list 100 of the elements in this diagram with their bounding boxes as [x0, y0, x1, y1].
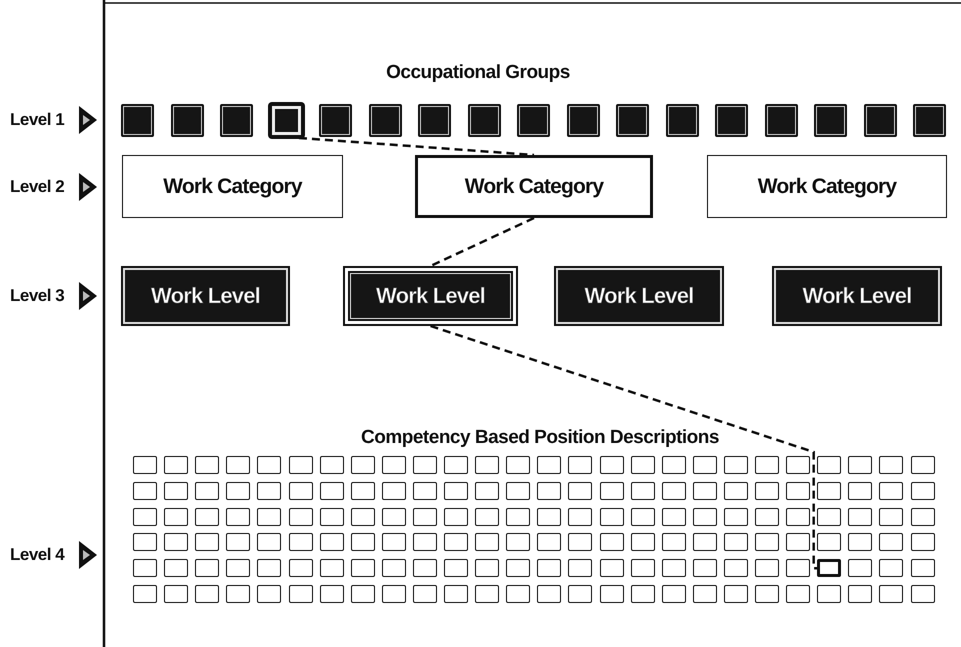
group-square — [121, 104, 154, 137]
position-box — [320, 559, 344, 578]
position-box — [692, 559, 717, 578]
position-box — [817, 533, 842, 552]
position-box — [226, 533, 250, 552]
position-box — [444, 482, 468, 500]
position-box — [817, 482, 842, 500]
position-box — [630, 456, 655, 474]
position-box — [600, 456, 624, 474]
position-box — [786, 585, 810, 603]
position-box — [320, 585, 344, 603]
position-box — [630, 482, 655, 500]
level-box — [772, 266, 942, 326]
position-box — [412, 559, 437, 578]
position-box — [630, 585, 655, 603]
position-box — [133, 533, 157, 552]
position-box — [475, 482, 500, 500]
position-box — [692, 482, 717, 500]
category-box — [707, 155, 947, 218]
category-box — [122, 155, 343, 218]
position-box — [724, 533, 748, 552]
position-box — [195, 533, 220, 552]
node-text: Work Category — [163, 174, 302, 198]
position-box — [195, 559, 220, 578]
position-box — [444, 456, 468, 474]
position-box — [195, 585, 220, 603]
position-box — [879, 559, 904, 578]
group-square — [418, 104, 451, 137]
position-box — [164, 533, 188, 552]
position-box — [164, 482, 188, 500]
position-box — [288, 456, 312, 474]
position-box — [786, 482, 810, 500]
position-box — [848, 585, 872, 603]
position-box — [537, 533, 562, 552]
position-box — [288, 508, 312, 526]
position-box — [195, 508, 220, 526]
position-box — [382, 456, 406, 474]
position-box — [755, 456, 779, 474]
position-box — [662, 508, 686, 526]
position-box — [350, 508, 375, 526]
group-square — [616, 104, 649, 137]
position-box — [817, 456, 842, 474]
position-box — [350, 482, 375, 500]
position-box — [910, 585, 934, 603]
position-box — [475, 585, 500, 603]
position-box — [600, 508, 624, 526]
position-box — [475, 559, 500, 578]
position-box — [195, 482, 220, 500]
position-box — [786, 533, 810, 552]
position-box — [257, 559, 282, 578]
position-box — [257, 456, 282, 474]
dashed-connector — [430, 216, 535, 268]
node-text: Work Level — [584, 283, 694, 309]
position-box — [600, 482, 624, 500]
position-box — [350, 559, 375, 578]
node-text: Work Level — [802, 283, 912, 309]
position-box — [506, 585, 530, 603]
position-box — [133, 508, 157, 526]
position-box — [257, 533, 282, 552]
position-box — [382, 585, 406, 603]
position-box — [724, 508, 748, 526]
group-square — [368, 104, 402, 137]
position-box — [320, 456, 344, 474]
position-box — [537, 585, 562, 603]
position-box — [506, 533, 530, 552]
position-box — [506, 456, 530, 474]
position-box — [879, 456, 904, 474]
position-box — [568, 456, 592, 474]
position-box — [444, 508, 468, 526]
position-box — [755, 559, 779, 578]
level-label: Level 1 — [10, 110, 64, 130]
group-square — [814, 104, 847, 137]
level-label: Level 3 — [10, 286, 64, 306]
position-box — [817, 559, 842, 578]
position-box — [350, 456, 375, 474]
position-box — [412, 456, 437, 474]
position-box — [755, 508, 779, 526]
position-box — [288, 482, 312, 500]
position-box — [630, 533, 655, 552]
position-box — [475, 533, 500, 552]
node-text: Work Category — [464, 174, 604, 198]
position-box — [879, 482, 904, 500]
position-box — [848, 559, 872, 578]
position-box — [662, 456, 686, 474]
position-box — [692, 456, 717, 474]
position-box — [600, 585, 624, 603]
level-label: Level 4 — [10, 545, 64, 565]
position-box — [164, 559, 188, 578]
position-box — [910, 482, 934, 500]
position-box — [662, 482, 686, 500]
group-square — [270, 104, 302, 137]
group-square — [468, 104, 500, 137]
position-box — [506, 508, 530, 526]
position-box — [755, 585, 779, 603]
level-label: Level 2 — [10, 177, 64, 197]
position-box — [568, 585, 592, 603]
group-square — [666, 104, 698, 137]
position-box — [662, 533, 686, 552]
position-box — [910, 508, 934, 526]
position-box — [724, 482, 748, 500]
